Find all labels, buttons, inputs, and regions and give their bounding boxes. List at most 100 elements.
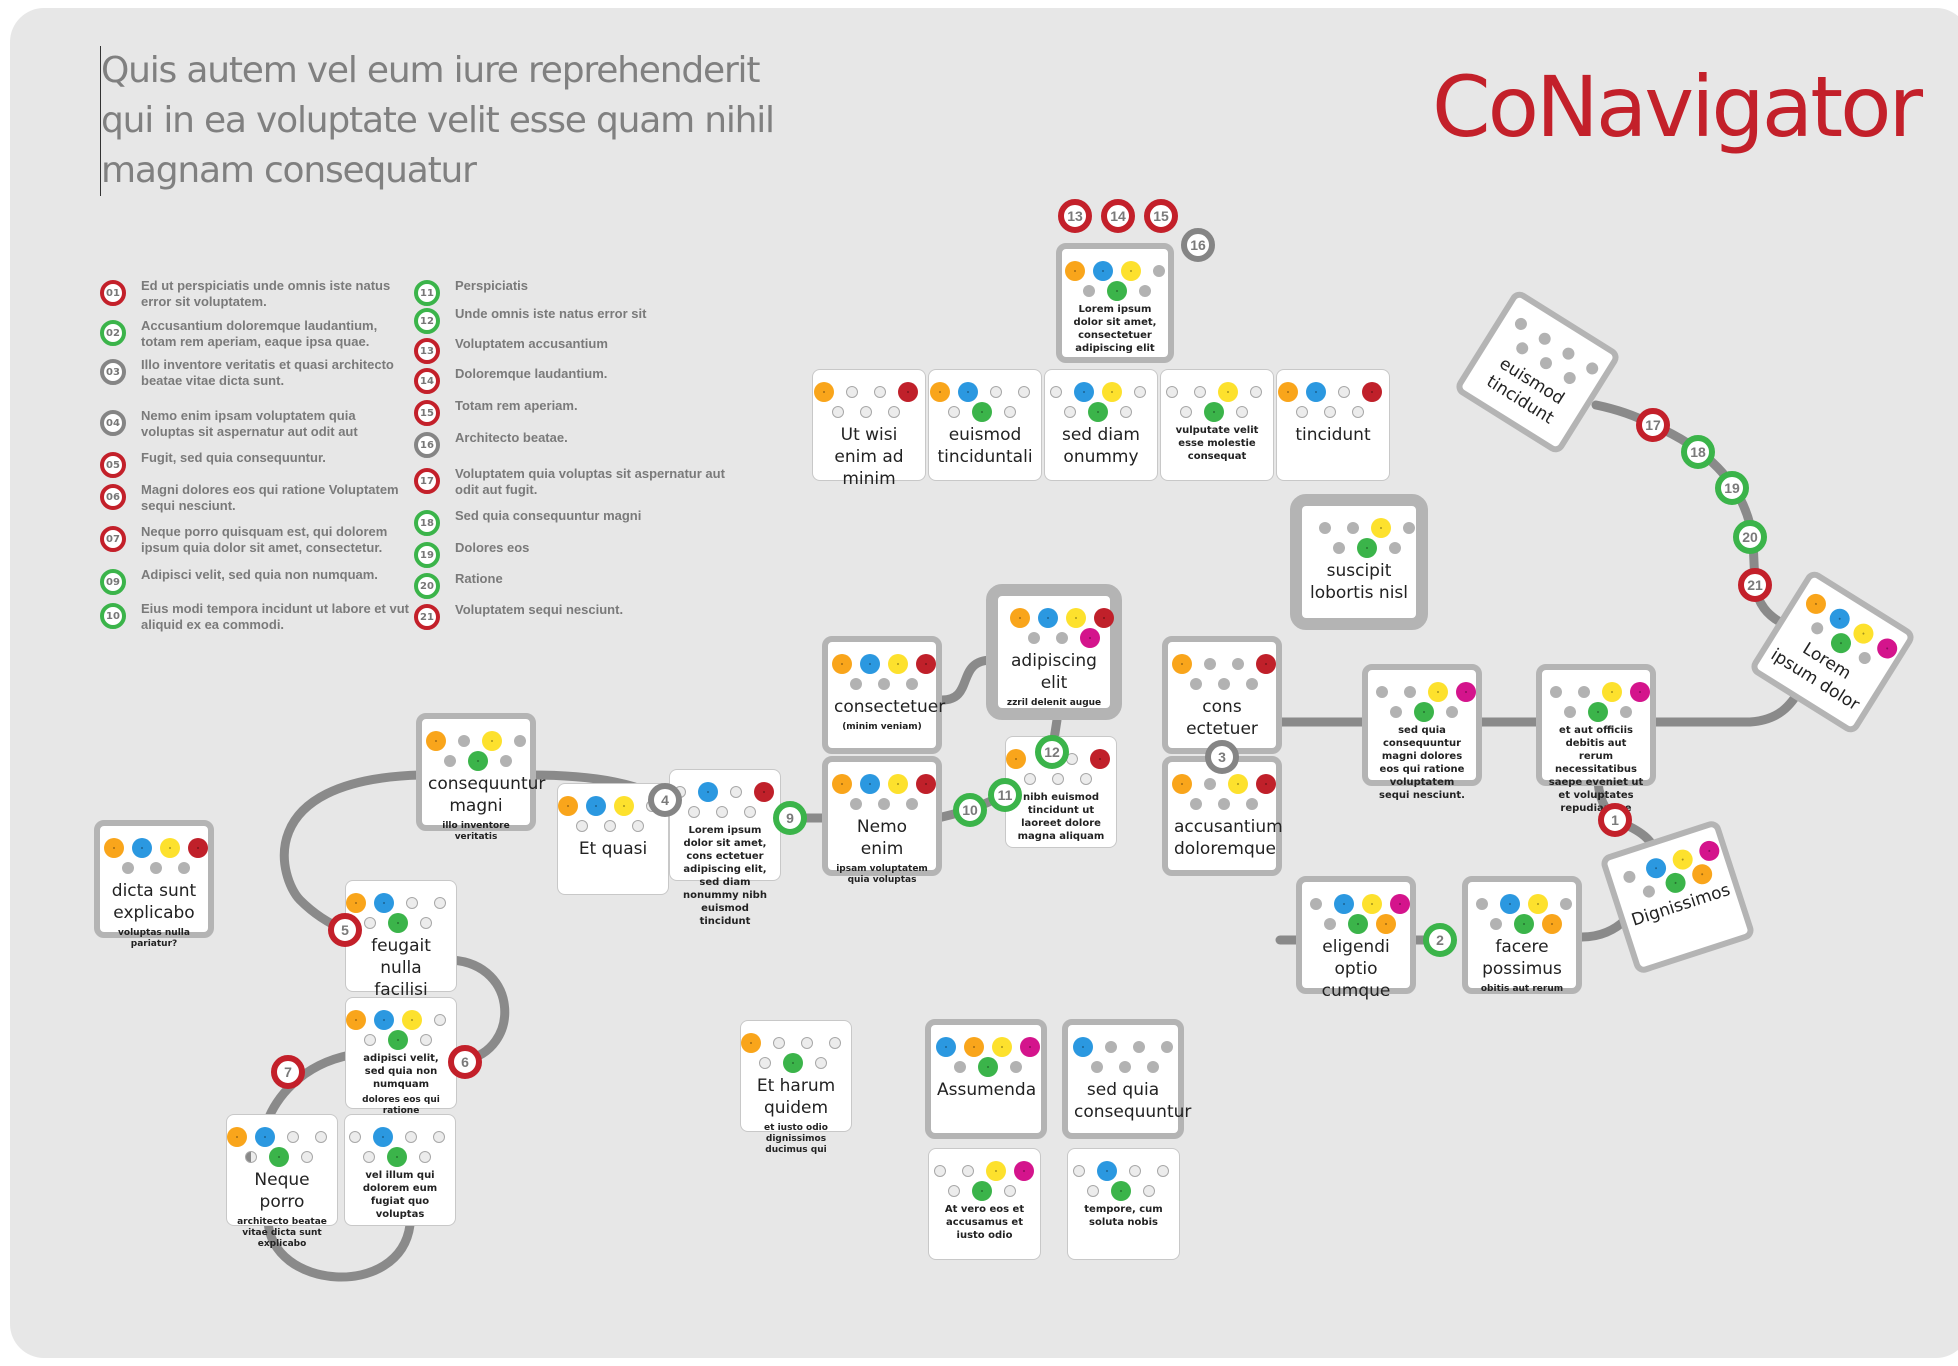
route-marker-16[interactable]: 16 <box>1181 228 1215 262</box>
inactive-dot-icon <box>1246 678 1258 690</box>
yellow-dot-icon <box>1362 894 1382 914</box>
card-accusantium[interactable]: accusantium doloremque <box>1162 756 1283 876</box>
route-marker-19[interactable]: 19 <box>1715 471 1749 505</box>
inactive-dot-icon <box>850 678 862 690</box>
orange-dot-icon <box>1010 608 1030 628</box>
inactive-dot-icon <box>1324 918 1336 930</box>
legend-badge-icon: 14 <box>414 368 440 394</box>
route-marker-17[interactable]: 17 <box>1636 408 1670 442</box>
darkred-dot-icon <box>1094 608 1114 628</box>
card-sed-quia-consequuntur-magni[interactable]: sed quia consequuntur magni dolores eos … <box>1362 664 1482 801</box>
green-dot-icon <box>971 1181 992 1201</box>
route-marker-20[interactable]: 20 <box>1733 520 1767 554</box>
legend-badge-icon: 16 <box>414 432 440 458</box>
card-cons-ectetuer[interactable]: cons ectetuer <box>1162 636 1282 754</box>
blue-dot-icon <box>860 654 880 674</box>
route-marker-12[interactable]: 12 <box>1035 735 1069 769</box>
route-marker-10[interactable]: 10 <box>953 793 987 827</box>
inactive-dot-icon <box>1190 678 1202 690</box>
status-dots <box>828 762 948 816</box>
empty-dot-icon <box>576 820 588 832</box>
legend-badge-icon: 21 <box>414 604 440 630</box>
route-marker-11[interactable]: 11 <box>988 778 1022 812</box>
route-marker-14[interactable]: 14 <box>1101 199 1135 233</box>
card-description: At vero eos et accusamus et iusto odio <box>944 1204 1025 1241</box>
darkred-dot-icon <box>188 838 208 858</box>
card-assumenda[interactable]: Assumenda <box>925 1019 1047 1139</box>
legend-text: Illo inventore veritatis et quasi archit… <box>141 357 394 388</box>
magenta-dot-icon <box>1013 1161 1034 1181</box>
card-subtitle: ipsam voluptatem quia voluptas <box>836 864 928 885</box>
card-description: et aut officiis debitis aut rerum necess… <box>1548 725 1644 814</box>
card-euismod-tinciduntali[interactable]: euismod tinciduntali <box>928 369 1042 481</box>
route-marker-21[interactable]: 21 <box>1738 568 1772 602</box>
route-marker-13[interactable]: 13 <box>1058 199 1092 233</box>
route-marker-6[interactable]: 6 <box>448 1045 482 1079</box>
route-marker-15[interactable]: 15 <box>1144 199 1178 233</box>
card-description: vel illum qui dolorem eum fugiat quo vol… <box>362 1170 438 1220</box>
empty-dot-icon <box>815 1057 827 1069</box>
route-marker-18[interactable]: 18 <box>1681 435 1715 469</box>
card-vel-illum[interactable]: vel illum qui dolorem eum fugiat quo vol… <box>344 1114 456 1226</box>
route-marker-5[interactable]: 5 <box>328 913 362 947</box>
orange-dot-icon <box>1376 914 1396 934</box>
card-tempore[interactable]: tempore, cum soluta nobis <box>1067 1148 1180 1260</box>
card-vulputate[interactable]: vulputate velit esse molestie consequat <box>1160 369 1274 481</box>
route-marker-2[interactable]: 2 <box>1423 923 1457 957</box>
legend-text: Nemo enim ipsam voluptatem quia voluptas… <box>141 408 358 439</box>
empty-dot-icon <box>874 386 886 398</box>
status-dots <box>558 784 678 838</box>
route-marker-1[interactable]: 1 <box>1598 803 1632 837</box>
empty-dot-icon <box>364 1034 376 1046</box>
route-marker-4[interactable]: 4 <box>648 783 682 817</box>
card-et-quasi[interactable]: Et quasi <box>557 783 669 895</box>
empty-dot-icon <box>1024 773 1036 785</box>
magenta-dot-icon <box>1390 894 1410 914</box>
inactive-dot-icon <box>1105 1041 1117 1053</box>
inactive-dot-icon <box>1621 869 1637 885</box>
card-sed-diam[interactable]: sed diam onummy <box>1044 369 1158 481</box>
green-dot-icon <box>468 751 488 771</box>
card-et-aut-officiis[interactable]: et aut officiis debitis aut rerum necess… <box>1536 664 1656 814</box>
card-title: sed quia consequuntur <box>1074 1080 1192 1122</box>
orange-dot-icon <box>104 838 124 858</box>
card-consectetuer[interactable]: consectetuer(minim veniam) <box>822 636 945 754</box>
inactive-dot-icon <box>1583 359 1601 377</box>
legend-badge-icon: 13 <box>414 338 440 364</box>
card-ut-wisi[interactable]: Ut wisi enim ad minim <box>812 369 926 489</box>
route-marker-7[interactable]: 7 <box>271 1055 305 1089</box>
card-eligendi[interactable]: eligendi optio cumque <box>1296 876 1416 1001</box>
inactive-dot-icon <box>1856 649 1873 666</box>
inactive-dot-icon <box>150 862 162 874</box>
blue-dot-icon <box>1825 604 1854 633</box>
card-feugait[interactable]: feugait nulla facilisi <box>345 880 457 1000</box>
status-dots <box>1062 249 1182 303</box>
card-sed-quia-consequuntur[interactable]: sed quia consequuntur <box>1062 1019 1192 1139</box>
yellow-dot-icon <box>1121 261 1141 281</box>
inactive-dot-icon <box>1560 898 1572 910</box>
empty-dot-icon <box>363 1151 375 1163</box>
card-title: tincidunt <box>1295 425 1371 445</box>
legend-badge-icon: 01 <box>100 280 126 306</box>
headline[interactable]: Quis autem vel eum iure reprehenderit qu… <box>100 46 821 196</box>
status-dots <box>1542 670 1662 724</box>
card-suscipit[interactable]: suscipit lobortis nisl <box>1290 494 1428 630</box>
card-subtitle: architecto beatae vitae dicta sunt expli… <box>237 1217 327 1249</box>
card-lorem-small[interactable]: Lorem ipsum dolor sit amet, cons ectetue… <box>669 769 781 927</box>
card-tincidunt[interactable]: tincidunt <box>1276 369 1390 481</box>
route-marker-3[interactable]: 3 <box>1205 740 1239 774</box>
route-marker-9[interactable]: 9 <box>773 801 807 835</box>
card-top-lorem[interactable]: Lorem ipsum dolor sit amet, consectetuer… <box>1056 243 1174 363</box>
card-at-vero[interactable]: At vero eos et accusamus et iusto odio <box>928 1148 1041 1260</box>
darkred-dot-icon <box>1090 749 1110 769</box>
